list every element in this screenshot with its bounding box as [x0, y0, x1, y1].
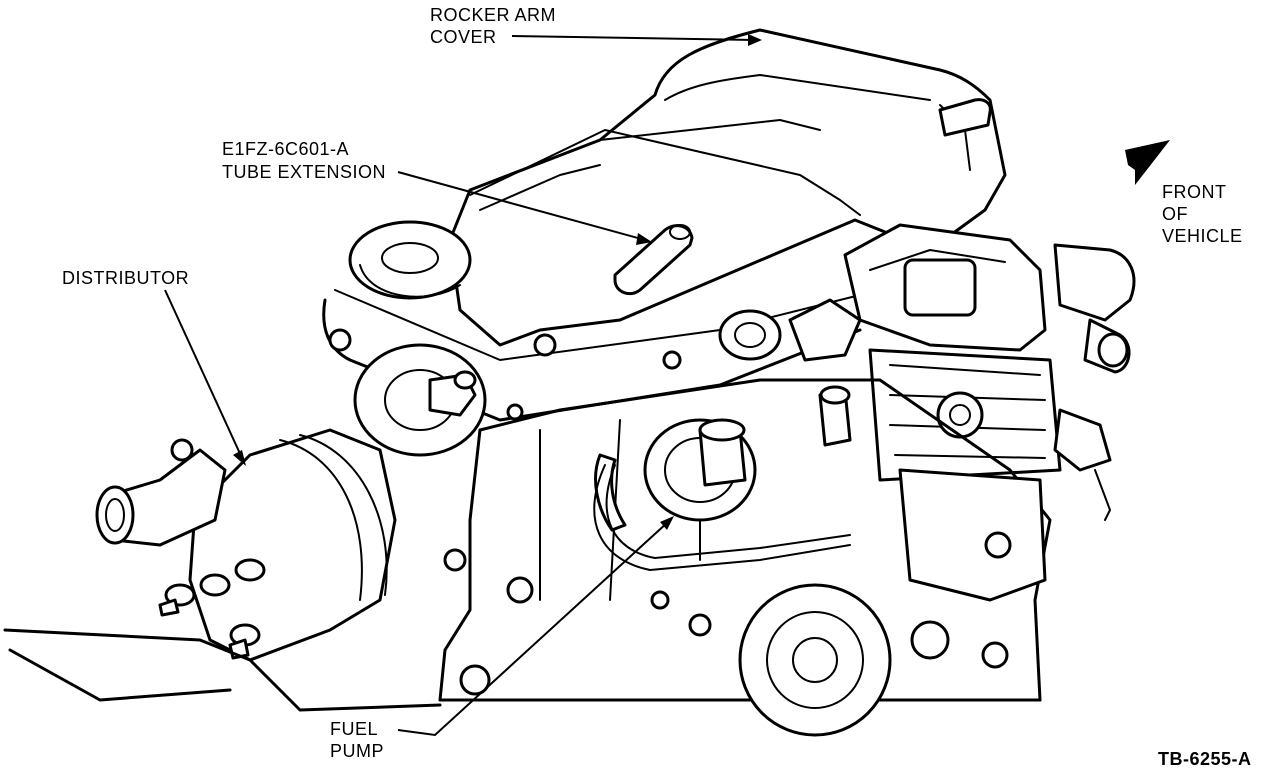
label-rocker-arm-cover-line1: ROCKER ARM: [430, 5, 556, 25]
cam-pulley: [353, 343, 487, 457]
engine-block: [438, 378, 1052, 737]
label-fuel-pump-line1: FUEL: [330, 719, 378, 739]
label-tube-extension-part-number: E1FZ-6C601-A: [222, 139, 349, 159]
label-front-of-vehicle-line2: OF: [1162, 204, 1188, 224]
label-fuel-pump-line2: PUMP: [330, 741, 384, 761]
label-rocker-arm-cover-line2: COVER: [430, 27, 497, 47]
leader-lines: [164, 34, 762, 737]
distributor: [95, 428, 397, 662]
callout-labels: ROCKER ARM COVER E1FZ-6C601-A TUBE EXTEN…: [62, 5, 1252, 769]
front-direction-arrow-icon: [1125, 140, 1170, 185]
label-front-of-vehicle-line1: FRONT: [1162, 182, 1227, 202]
rocker-arm-cover: [322, 28, 1007, 422]
label-distributor: DISTRIBUTOR: [62, 268, 189, 288]
label-front-of-vehicle-line3: VEHICLE: [1162, 226, 1243, 246]
frame-lines: [3, 628, 442, 712]
carburetor: [718, 223, 1136, 521]
label-tube-extension: TUBE EXTENSION: [222, 162, 386, 182]
figure-id: TB-6255-A: [1158, 749, 1252, 769]
